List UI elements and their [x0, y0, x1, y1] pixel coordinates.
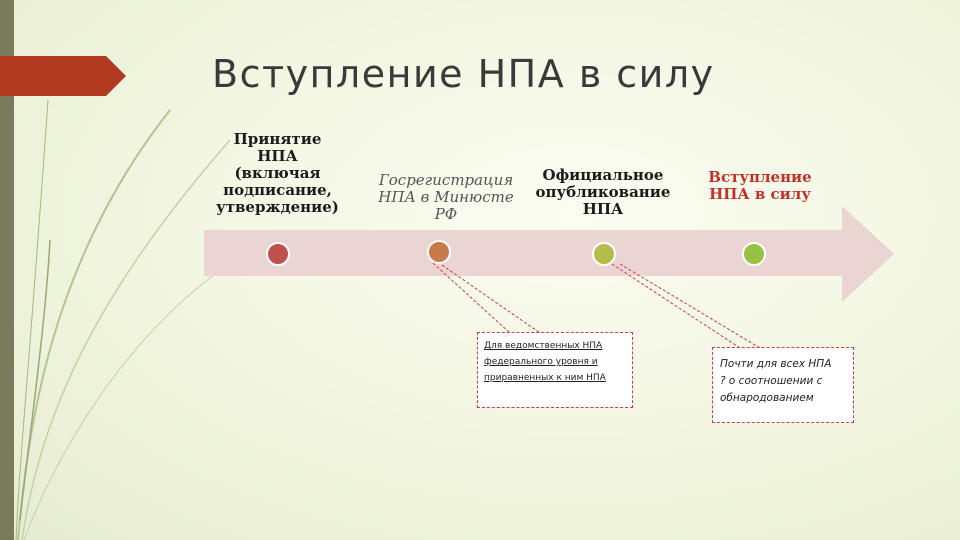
left-side-bar: [0, 0, 14, 540]
stage-label-registration: Госрегистрация НПА в Минюсте РФ: [378, 171, 514, 223]
stage-label-publication: Официальное опубликование НПА: [535, 166, 671, 218]
stage-dot-publication: [592, 242, 616, 266]
stage-label-adoption: Принятие НПА (включая подписание, утверж…: [216, 130, 339, 216]
stage-label-entry-into-force: Вступление НПА в силу: [708, 168, 812, 203]
title-tab-marker: [0, 56, 126, 96]
note-almost-all-acts: Почти для всех НПА ? о соотношении с обн…: [712, 347, 854, 423]
stage-dot-adoption: [266, 242, 290, 266]
stage-dot-entry-into-force: [742, 242, 766, 266]
timeline-arrow: [204, 206, 894, 302]
slide-title: Вступление НПА в силу: [212, 52, 715, 96]
note-departmental-acts: Для ведомственных НПА федерального уровн…: [477, 332, 633, 408]
decorative-leaf-lines: [15, 99, 251, 540]
stage-dot-registration: [427, 240, 451, 264]
